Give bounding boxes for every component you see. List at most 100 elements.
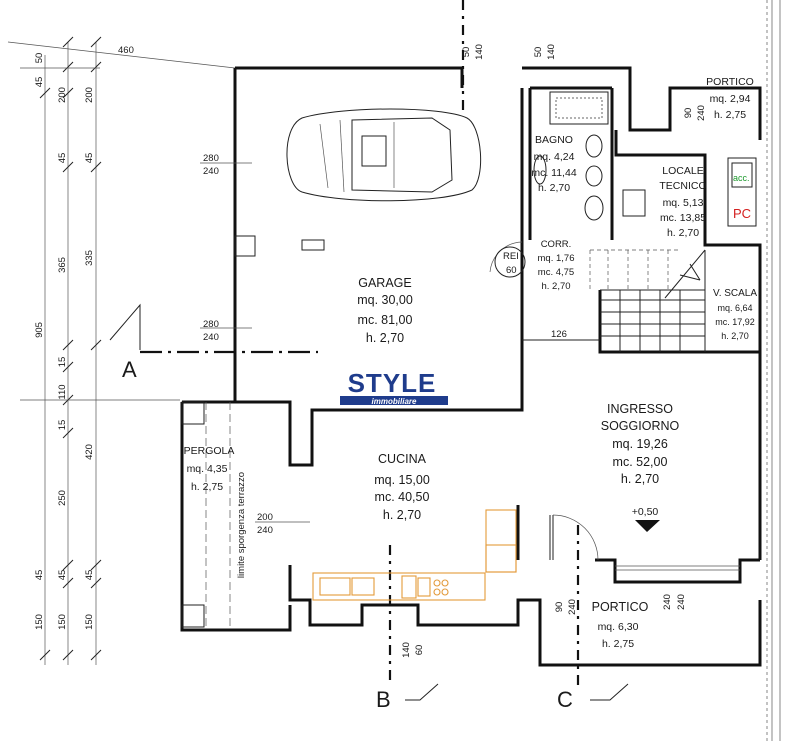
rei-door	[489, 241, 526, 278]
bagno-height: h. 2,70	[538, 182, 570, 194]
locale-tecnico-height: h. 2,70	[667, 227, 699, 239]
dim-portico-90: 90	[554, 602, 565, 613]
staircase	[589, 249, 706, 352]
dim-50: 50	[34, 53, 45, 64]
portico-bottom-area: mq. 6,30	[598, 621, 639, 633]
pergola-boards	[205, 402, 231, 630]
glazed-door	[549, 514, 740, 571]
dim-150-inner: 150	[84, 614, 95, 630]
garage-drain	[301, 239, 325, 251]
portico-bottom-name: PORTICO	[592, 600, 649, 614]
dim-150-mid: 150	[57, 614, 68, 630]
dim-45-inner-bottom: 45	[84, 570, 95, 581]
section-a-label: A	[122, 357, 137, 382]
level-marker	[635, 520, 660, 532]
dim-top-50a: 50	[461, 47, 472, 58]
cucina-area: mq. 15,00	[374, 473, 430, 487]
acc-label: acc.	[733, 173, 750, 183]
ingresso-height: h. 2,70	[621, 472, 659, 486]
dim-cucina-240: 240	[257, 525, 273, 536]
dim-portico-240: 240	[567, 599, 578, 615]
dim-365: 365	[57, 257, 68, 273]
dim-200-mid: 200	[57, 87, 68, 103]
corr-area: mq. 1,76	[538, 253, 575, 264]
portico-top-area: mq. 2,94	[710, 93, 751, 105]
dim-45-inner: 45	[84, 153, 95, 164]
dim-45-mid: 45	[57, 153, 68, 164]
dim-garage-280a: 280	[203, 153, 219, 164]
locale-tecnico-name-1: LOCALE	[662, 165, 703, 177]
vscala-volume: mc. 17,92	[715, 317, 755, 327]
tech-panel	[727, 157, 757, 227]
cucina-name: CUCINA	[378, 452, 427, 466]
dim-420: 420	[84, 444, 95, 460]
window-dimensions	[200, 162, 310, 523]
dim-45-top-outer: 45	[34, 77, 45, 88]
dim-905: 905	[34, 322, 45, 338]
garage-height: h. 2,70	[366, 331, 404, 345]
boiler	[622, 189, 646, 217]
dim-soggiorno-240a: 240	[662, 594, 673, 610]
pc-label: PC	[733, 206, 751, 221]
kitchen-counter	[312, 509, 517, 601]
dim-200-inner: 200	[84, 87, 95, 103]
dim-garage-280b: 280	[203, 319, 219, 330]
dim-45-bottom-outer: 45	[34, 570, 45, 581]
rei-value: 60	[506, 265, 517, 276]
dim-45-bottom-mid: 45	[57, 570, 68, 581]
portico-top-height: h. 2,75	[714, 109, 746, 121]
left-dimension-lines	[7, 36, 236, 665]
dim-top-140b: 140	[546, 44, 557, 60]
dim-garage-240a: 240	[203, 166, 219, 177]
locale-tecnico-volume: mc. 13,85	[660, 212, 706, 224]
garage-volume: mc. 81,00	[358, 313, 413, 327]
locale-tecnico-area: mq. 5,13	[663, 197, 704, 209]
bagno-name: BAGNO	[535, 134, 573, 146]
bagno-area: mq. 4,24	[534, 151, 575, 163]
corr-name: CORR.	[541, 239, 572, 250]
pergola-name: PERGOLA	[184, 445, 235, 457]
logo-sub: immobiliare	[372, 397, 417, 406]
style-logo: STYLE immobiliare	[340, 368, 448, 406]
dim-garage-240b: 240	[203, 332, 219, 343]
level-label: +0,50	[632, 506, 659, 518]
walls	[180, 66, 762, 667]
dim-top-240: 240	[696, 105, 707, 121]
car-drawing	[286, 108, 482, 202]
dim-bottom-140: 140	[401, 642, 412, 658]
garage-name: GARAGE	[358, 276, 412, 290]
dim-top-90: 90	[683, 108, 694, 119]
rei-label: REI	[503, 251, 519, 262]
corr-height: h. 2,70	[541, 281, 570, 292]
dim-15-b: 15	[57, 420, 68, 431]
dim-top-50b: 50	[533, 47, 544, 58]
portico-bottom-height: h. 2,75	[602, 638, 634, 650]
dim-126: 126	[551, 329, 567, 340]
bathroom-fixtures	[533, 91, 609, 221]
dim-15-a: 15	[57, 357, 68, 368]
cucina-height: h. 2,70	[383, 508, 421, 522]
pergola-area: mq. 4,35	[187, 463, 228, 475]
cucina-volume: mc. 40,50	[375, 490, 430, 504]
ingresso-name-2: SOGGIORNO	[601, 419, 680, 433]
pergola-height: h. 2,75	[191, 481, 223, 493]
portico-top-name: PORTICO	[706, 76, 754, 88]
section-b-label: B	[376, 687, 391, 712]
vscala-area: mq. 6,64	[717, 303, 752, 313]
ingresso-area: mq. 19,26	[612, 437, 668, 451]
garage-area: mq. 30,00	[357, 293, 413, 307]
dim-soggiorno-240b: 240	[676, 594, 687, 610]
logo-brand: STYLE	[348, 368, 437, 398]
vscala-height: h. 2,70	[721, 331, 749, 341]
bagno-volume: mc. 11,44	[531, 167, 576, 179]
dim-bottom-60: 60	[414, 645, 425, 656]
dim-250: 250	[57, 490, 68, 506]
vscala-name: V. SCALA	[713, 288, 757, 299]
dim-cucina-200: 200	[257, 512, 273, 523]
ingresso-volume: mc. 52,00	[613, 455, 668, 469]
dim-top-140a: 140	[474, 44, 485, 60]
locale-tecnico-name-2: TECNICO	[659, 180, 706, 192]
garage-pillar	[234, 235, 256, 257]
limite-label: limite sporgenza terrazzo	[236, 472, 247, 578]
